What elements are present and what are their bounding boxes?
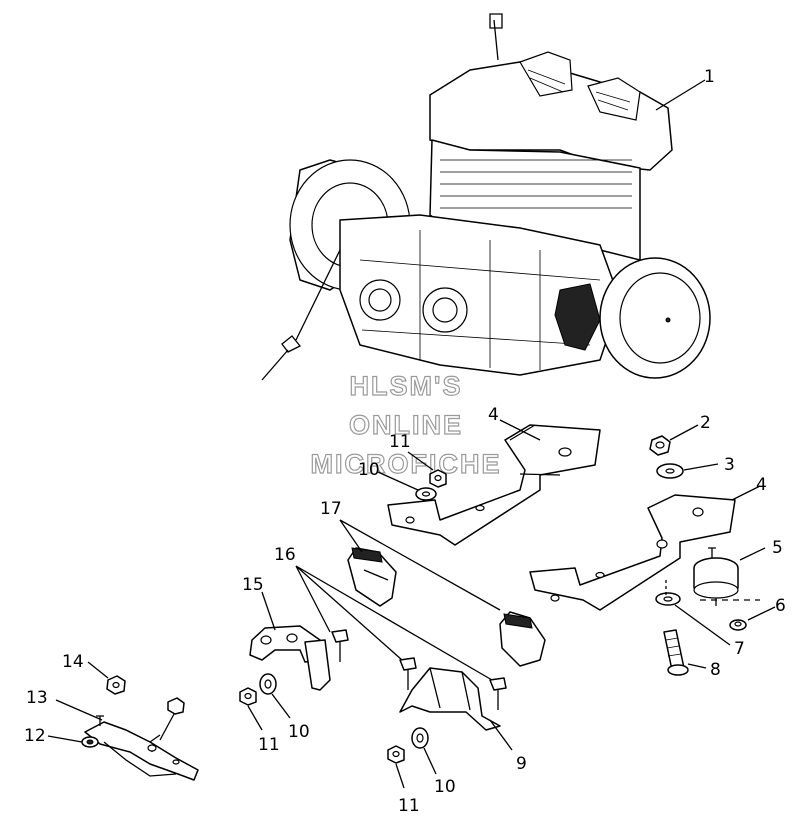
leader-16 (295, 565, 493, 681)
washer-7 (655, 592, 681, 606)
leader-17 (339, 519, 501, 611)
screw-12 (81, 736, 99, 748)
leader-12 (47, 735, 83, 743)
nut-11-left (239, 687, 257, 706)
leader-4a (499, 419, 541, 441)
nut-11-bottom (387, 745, 405, 764)
bolt-16b (399, 657, 417, 690)
callout-11a: 11 (389, 432, 411, 452)
leader-10b (271, 693, 291, 719)
watermark-line-1: HLSM'S (350, 371, 463, 401)
rubber-block-17b (499, 611, 546, 667)
nut-11-upper (429, 469, 447, 488)
callout-14: 14 (62, 652, 84, 672)
leader-11b (247, 705, 263, 731)
leader-4b (731, 485, 761, 501)
washer-10-bottom (411, 727, 429, 749)
leader-8 (687, 663, 707, 669)
callout-16: 16 (274, 545, 296, 565)
nut-14 (106, 675, 126, 695)
mount-plate-right (529, 494, 736, 611)
callout-4b: 4 (756, 475, 767, 495)
callout-17: 17 (320, 499, 342, 519)
callout-6: 6 (775, 596, 786, 616)
leader-3 (683, 463, 719, 471)
callout-15: 15 (242, 575, 264, 595)
callout-5: 5 (772, 538, 783, 558)
leader-9 (489, 719, 513, 751)
watermark-line-3: MICROFICHE (311, 449, 502, 479)
bolt-8 (663, 580, 689, 676)
leader-2 (669, 424, 699, 441)
callout-4a: 4 (488, 405, 499, 425)
watermark-line-2: ONLINE (349, 410, 463, 440)
rubber-block-17a (347, 547, 397, 607)
washer-10-left (259, 673, 277, 695)
leader-11a (407, 451, 434, 471)
callout-7: 7 (734, 639, 745, 659)
leader-7 (674, 604, 731, 646)
leader-14 (87, 661, 109, 679)
callout-12: 12 (24, 726, 46, 746)
washer-3 (656, 463, 684, 479)
callout-10a: 10 (358, 460, 380, 480)
watermark: HLSM'S ONLINE MICROFICHE (310, 370, 502, 479)
callout-11c: 11 (398, 796, 420, 816)
callout-10b: 10 (288, 722, 310, 742)
callout-9: 9 (516, 754, 527, 774)
callout-13: 13 (26, 688, 48, 708)
stud-nut (159, 697, 185, 741)
leader-1 (655, 79, 706, 111)
washer-10-upper (415, 487, 437, 501)
nut-2 (649, 435, 671, 456)
callout-numbers: 1 2 3 4 4 5 6 7 8 9 10 10 10 11 11 11 12… (24, 67, 786, 816)
bracket-15 (249, 625, 331, 691)
callout-3: 3 (724, 455, 735, 475)
leader-5 (739, 547, 766, 561)
leader-13 (55, 699, 103, 721)
callout-10c: 10 (434, 777, 456, 797)
leader-11c (395, 763, 405, 789)
callout-2: 2 (700, 413, 711, 433)
leader-15 (261, 591, 276, 631)
bolt-16a (331, 629, 349, 662)
rubber-mount-5 (693, 547, 739, 606)
callout-1: 1 (704, 67, 715, 87)
bolt-16c (489, 677, 507, 710)
leader-10a (377, 471, 419, 491)
bracket-13 (84, 715, 199, 781)
leader-10c (423, 747, 437, 775)
callout-11b: 11 (258, 735, 280, 755)
leader-6 (747, 606, 776, 621)
callout-8: 8 (710, 660, 721, 680)
mount-plate-left (387, 425, 601, 546)
engine-assembly (261, 13, 711, 381)
bracket-9 (399, 667, 501, 731)
nut-6 (729, 619, 747, 631)
